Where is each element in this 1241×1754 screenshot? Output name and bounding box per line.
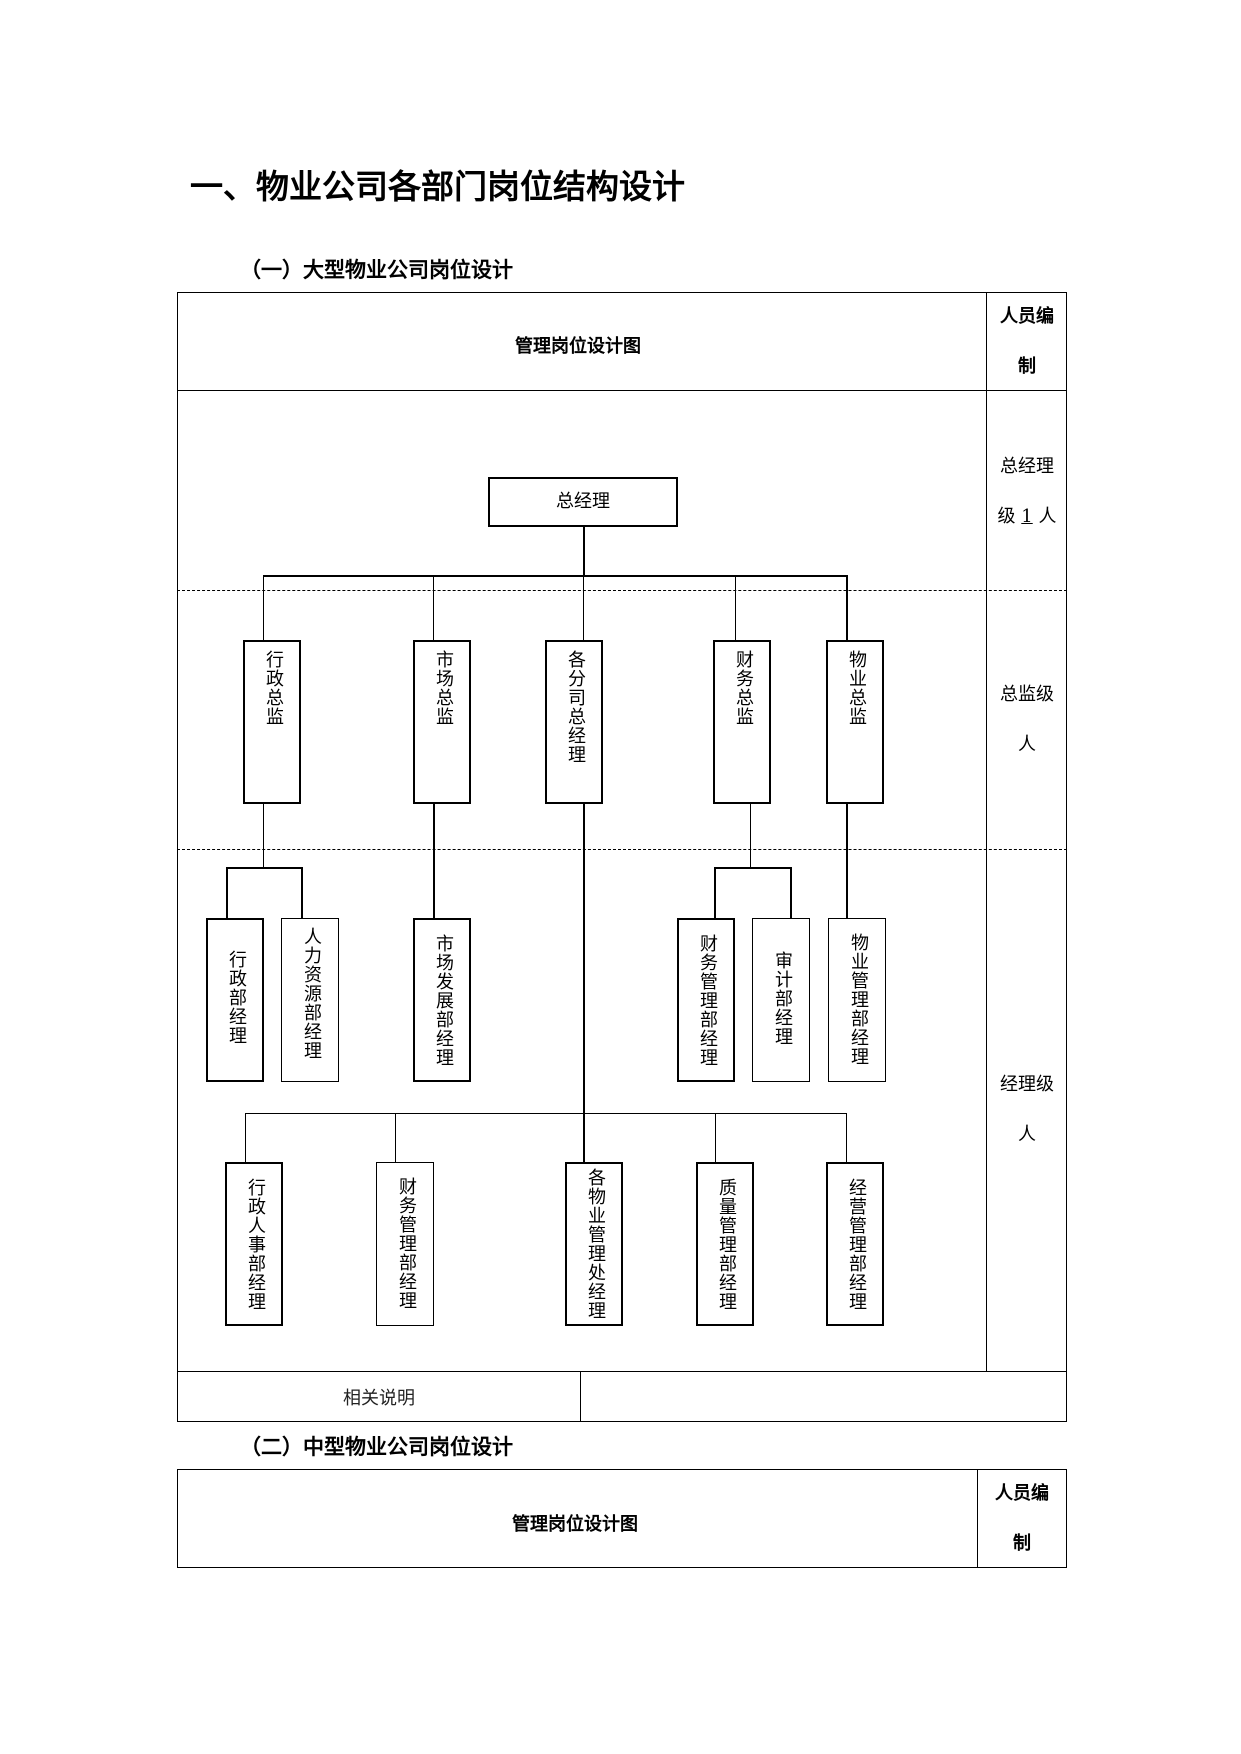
page-heading: 一、物业公司各部门岗位结构设计 xyxy=(190,167,685,206)
connector xyxy=(735,575,736,640)
level-director-line1: 总监级 xyxy=(1000,684,1054,705)
level-separator-2 xyxy=(177,849,1067,850)
level-manager-line2: 人 xyxy=(1018,1124,1036,1145)
connector xyxy=(750,804,751,868)
staff-column-header-2-line1: 人员编 xyxy=(995,1483,1049,1504)
large-company-table xyxy=(177,292,1067,1422)
connector xyxy=(846,1113,847,1162)
org-node-manager: 审计部经理 xyxy=(752,918,810,1082)
org-node-branch-manager: 经营管理部经理 xyxy=(826,1162,884,1326)
org-node-director: 财务总监 xyxy=(713,640,771,804)
org-node-label: 市场总监 xyxy=(433,650,454,726)
footer-cell-divider xyxy=(580,1371,581,1421)
section-2-title: （二）中型物业公司岗位设计 xyxy=(240,1435,513,1459)
connector xyxy=(226,867,301,869)
staff-column-divider xyxy=(986,292,987,1371)
org-node-manager: 人力资源部经理 xyxy=(281,918,339,1082)
connector xyxy=(395,1113,396,1162)
related-notes-label: 相关说明 xyxy=(343,1388,415,1409)
org-node-label: 经营管理部经理 xyxy=(846,1178,867,1311)
staff-column-header: 人员编 制 xyxy=(987,292,1067,392)
org-node-manager: 财务管理部经理 xyxy=(677,918,735,1082)
org-node-label: 物业总监 xyxy=(846,650,867,726)
org-node-label: 行政人事部经理 xyxy=(245,1178,266,1311)
level-manager: 经理级 人 xyxy=(987,1060,1067,1160)
org-node-manager: 市场发展部经理 xyxy=(413,918,471,1082)
connector xyxy=(226,867,228,920)
org-node-label: 行政部经理 xyxy=(226,950,247,1045)
connector xyxy=(846,804,848,920)
connector xyxy=(433,575,434,640)
connector xyxy=(433,804,435,920)
connector xyxy=(301,867,303,920)
connector-bus-bottom xyxy=(245,1113,846,1114)
footer-divider xyxy=(177,1371,1067,1372)
connector xyxy=(263,804,264,868)
org-node-label: 质量管理部经理 xyxy=(716,1178,737,1311)
org-node-label: 物业管理部经理 xyxy=(848,933,869,1066)
org-node-manager: 行政部经理 xyxy=(206,918,264,1082)
org-node-label: 行政总监 xyxy=(263,650,284,726)
staff-column-header-2: 人员编 制 xyxy=(978,1469,1066,1569)
org-node-label: 财务管理部经理 xyxy=(697,934,718,1067)
connector xyxy=(583,804,585,1162)
org-node-general-manager: 总经理 xyxy=(488,477,678,527)
org-node-branch-manager: 行政人事部经理 xyxy=(225,1162,283,1326)
connector xyxy=(583,527,585,575)
level-gm-line2: 级 1 人 xyxy=(997,506,1057,527)
section-1-title: （一）大型物业公司岗位设计 xyxy=(240,258,513,282)
staff-column-header-line1: 人员编 xyxy=(1000,306,1054,327)
connector xyxy=(790,867,792,920)
staff-column-header-line2: 制 xyxy=(1018,356,1036,377)
org-node-branch-manager: 质量管理部经理 xyxy=(696,1162,754,1326)
level-director: 总监级 人 xyxy=(987,670,1067,770)
org-node-label: 各分司总经理 xyxy=(565,650,586,764)
org-node-label: 各物业管理处经理 xyxy=(585,1168,606,1320)
org-node-director: 物业总监 xyxy=(826,640,884,804)
org-node-director: 行政总监 xyxy=(243,640,301,804)
connector xyxy=(583,575,584,640)
level-gm-count: 1 xyxy=(1021,506,1033,527)
org-node-branch-manager: 各物业管理处经理 xyxy=(565,1162,623,1326)
diagram-title: 管理岗位设计图 xyxy=(515,336,641,357)
staff-column-header-2-line2: 制 xyxy=(1013,1533,1031,1554)
connector xyxy=(714,867,790,869)
diagram-title-2: 管理岗位设计图 xyxy=(512,1514,638,1535)
header-divider xyxy=(177,390,1067,391)
medium-company-table xyxy=(177,1469,1067,1568)
connector-bus-top xyxy=(263,575,846,577)
org-node-director: 市场总监 xyxy=(413,640,471,804)
connector xyxy=(714,867,716,920)
connector xyxy=(715,1113,716,1162)
connector xyxy=(263,575,264,640)
level-gm-line1: 总经理 xyxy=(1000,456,1054,477)
level-director-line2: 人 xyxy=(1018,734,1036,755)
org-node-label: 市场发展部经理 xyxy=(433,934,454,1067)
org-node-label: 人力资源部经理 xyxy=(301,927,322,1060)
org-node-label: 财务总监 xyxy=(733,650,754,726)
org-node-branch-manager: 财务管理部经理 xyxy=(376,1162,434,1326)
connector xyxy=(846,575,848,640)
connector xyxy=(245,1113,246,1162)
level-gm: 总经理 级 1 人 xyxy=(987,442,1067,542)
level-separator-1 xyxy=(177,590,1067,591)
org-node-label: 财务管理部经理 xyxy=(396,1177,417,1310)
org-node-director: 各分司总经理 xyxy=(545,640,603,804)
org-node-manager: 物业管理部经理 xyxy=(828,918,886,1082)
org-node-label: 审计部经理 xyxy=(772,951,793,1046)
level-manager-line1: 经理级 xyxy=(1000,1074,1054,1095)
staff-column-divider-2 xyxy=(977,1469,978,1568)
